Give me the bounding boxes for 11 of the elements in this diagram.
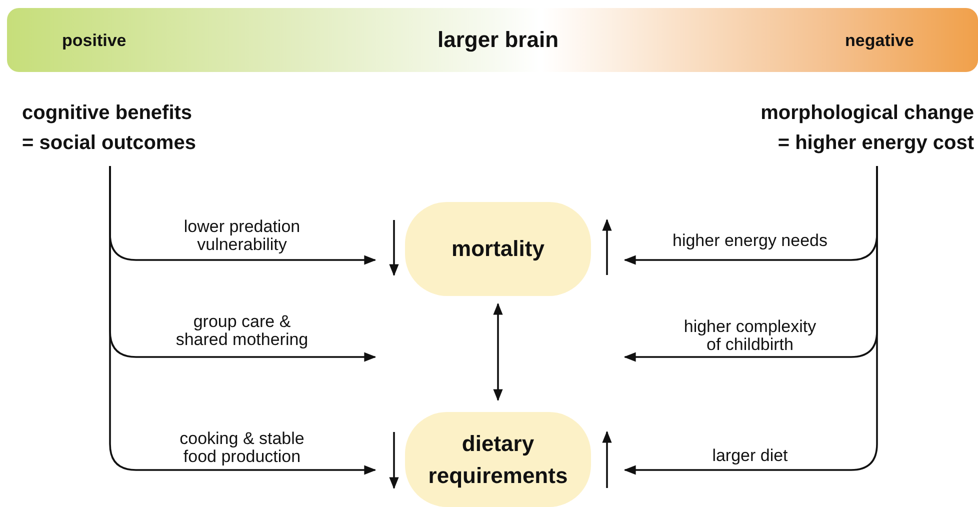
- heading-text: morphological change = higher energy cost: [752, 98, 974, 160]
- arrow: [624, 166, 878, 475]
- arrow: [109, 166, 376, 475]
- banner-label: positive: [62, 30, 126, 50]
- box-label: mortality: [450, 235, 546, 263]
- banner-label: negative: [845, 30, 914, 50]
- banner-label: larger brain: [437, 27, 559, 53]
- heading-text: cognitive benefits = social outcomes: [22, 98, 204, 160]
- box-label: dietary requirements: [427, 430, 569, 490]
- arrow: [493, 302, 503, 402]
- gradient-banner: [7, 8, 978, 72]
